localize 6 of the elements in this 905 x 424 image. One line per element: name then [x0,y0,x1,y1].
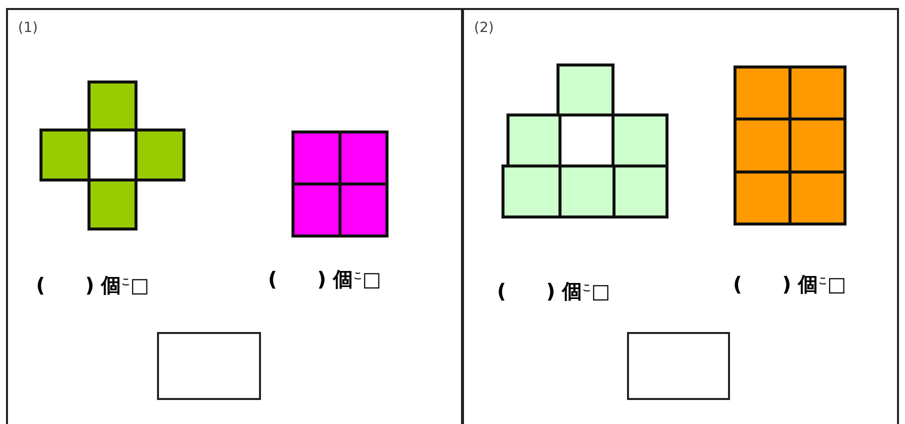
answer-blank: ( ) 個$^{こ}$□ [733,271,846,298]
answer-blank: ( ) 個$^{こ}$□ [268,266,382,293]
problem-number: (1) [18,20,38,36]
answer-blank: ( ) 個$^{こ}$□ [497,278,610,305]
answer-blank: ( ) 個$^{こ}$□ [36,272,150,299]
problem-number: (2) [474,20,494,36]
